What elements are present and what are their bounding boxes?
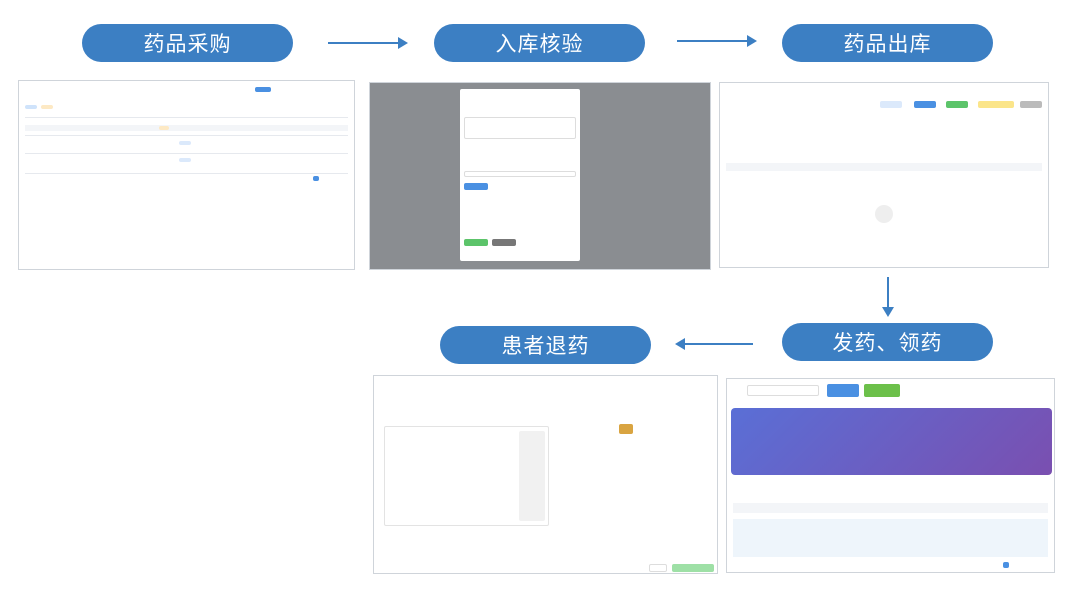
step-label: 药品出库	[843, 32, 932, 56]
step-return: 患者退药	[440, 326, 651, 364]
step-dispense: 发药、领药	[782, 323, 993, 361]
step-label: 入库核验	[495, 32, 584, 56]
purchase-screenshot	[18, 80, 355, 270]
step-outbound: 药品出库	[782, 24, 993, 62]
step-label: 药品采购	[143, 32, 232, 56]
arrow-left-icon	[675, 338, 753, 350]
arrow-down-icon	[882, 277, 894, 317]
step-label: 发药、领药	[832, 331, 943, 355]
return-screenshot	[373, 375, 718, 574]
inbound-check-screenshot	[369, 82, 711, 270]
dispense-screenshot	[726, 378, 1055, 573]
arrow-right-icon	[677, 35, 757, 47]
outbound-screenshot	[719, 82, 1049, 268]
arrow-right-icon	[328, 37, 408, 49]
step-label: 患者退药	[501, 334, 590, 358]
step-purchase: 药品采购	[82, 24, 293, 62]
step-inbound-check: 入库核验	[434, 24, 645, 62]
